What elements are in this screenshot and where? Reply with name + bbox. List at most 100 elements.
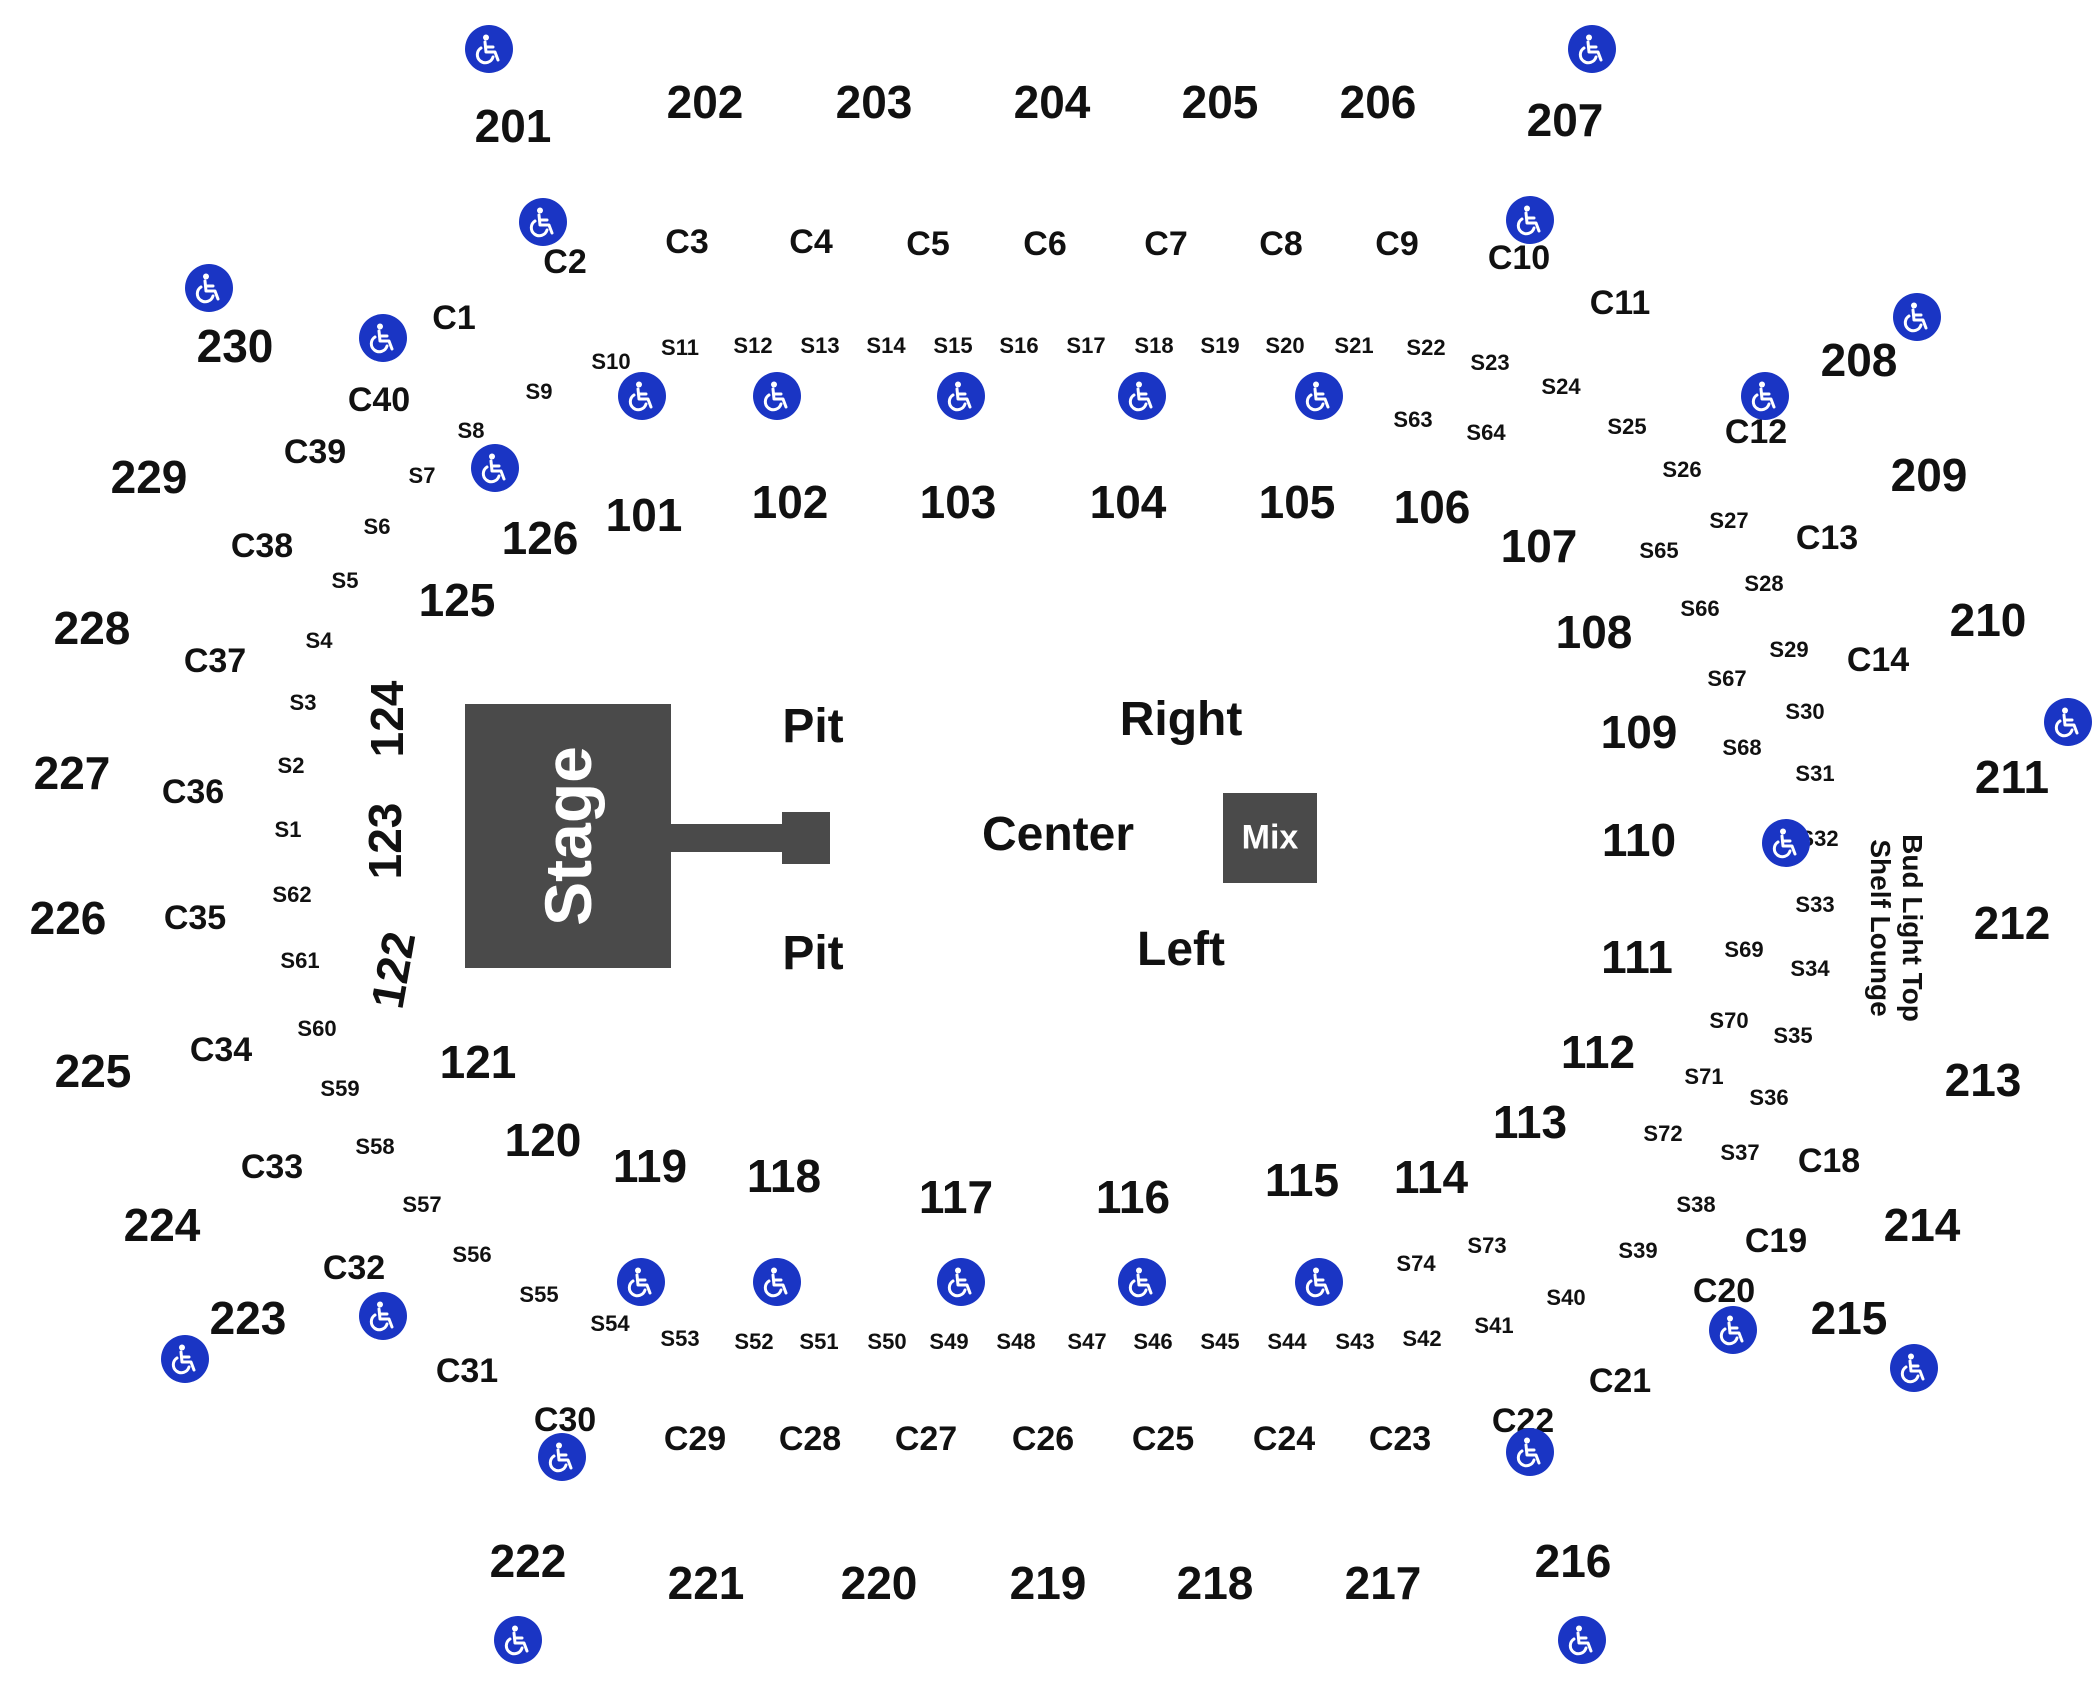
suite-S42[interactable]: S42 bbox=[1402, 1326, 1442, 1351]
section-123[interactable]: 123 bbox=[359, 802, 411, 880]
suite-S10[interactable]: S10 bbox=[591, 349, 631, 374]
section-230[interactable]: 230 bbox=[196, 320, 274, 372]
section-C6[interactable]: C6 bbox=[1023, 225, 1067, 263]
suite-S64[interactable]: S64 bbox=[1466, 420, 1506, 445]
section-C11[interactable]: C11 bbox=[1589, 284, 1651, 322]
section-C1[interactable]: C1 bbox=[432, 299, 476, 337]
floor-left[interactable]: Left bbox=[1137, 923, 1225, 976]
section-C29[interactable]: C29 bbox=[663, 1420, 727, 1458]
suite-S27[interactable]: S27 bbox=[1709, 508, 1749, 533]
suite-S41[interactable]: S41 bbox=[1474, 1313, 1514, 1338]
suite-S6[interactable]: S6 bbox=[363, 514, 391, 539]
suite-S69[interactable]: S69 bbox=[1724, 937, 1764, 962]
section-206[interactable]: 206 bbox=[1339, 76, 1417, 128]
suite-S24[interactable]: S24 bbox=[1541, 374, 1581, 399]
section-211[interactable]: 211 bbox=[1974, 751, 2050, 803]
section-116[interactable]: 116 bbox=[1095, 1171, 1171, 1223]
section-221[interactable]: 221 bbox=[667, 1557, 745, 1609]
section-101[interactable]: 101 bbox=[605, 489, 683, 541]
section-105[interactable]: 105 bbox=[1258, 476, 1336, 528]
suite-S9[interactable]: S9 bbox=[525, 379, 553, 404]
suite-S13[interactable]: S13 bbox=[800, 333, 840, 358]
suite-S12[interactable]: S12 bbox=[733, 333, 773, 358]
suite-S60[interactable]: S60 bbox=[297, 1016, 337, 1041]
section-C24[interactable]: C24 bbox=[1252, 1420, 1316, 1458]
suite-S5[interactable]: S5 bbox=[331, 568, 359, 593]
section-115[interactable]: 115 bbox=[1264, 1154, 1340, 1206]
section-C36[interactable]: C36 bbox=[161, 773, 225, 811]
suite-S63[interactable]: S63 bbox=[1393, 407, 1433, 432]
section-C2[interactable]: C2 bbox=[543, 243, 587, 281]
section-212[interactable]: 212 bbox=[1973, 897, 2051, 949]
suite-S38[interactable]: S38 bbox=[1676, 1192, 1716, 1217]
floor-pit-bottom[interactable]: Pit bbox=[782, 927, 844, 980]
section-220[interactable]: 220 bbox=[840, 1557, 918, 1609]
suite-S3[interactable]: S3 bbox=[289, 690, 317, 715]
section-C25[interactable]: C25 bbox=[1131, 1420, 1195, 1458]
section-103[interactable]: 103 bbox=[919, 476, 997, 528]
section-C13[interactable]: C13 bbox=[1795, 519, 1859, 557]
suite-S74[interactable]: S74 bbox=[1396, 1251, 1436, 1276]
section-228[interactable]: 228 bbox=[53, 602, 131, 654]
section-210[interactable]: 210 bbox=[1949, 594, 2027, 646]
bud-light-top-shelf-lounge[interactable]: Bud Light Top Shelf Lounge bbox=[1864, 834, 1928, 1022]
section-C34[interactable]: C34 bbox=[189, 1031, 253, 1069]
suite-S45[interactable]: S45 bbox=[1200, 1329, 1240, 1354]
section-122[interactable]: 122 bbox=[360, 927, 426, 1013]
suite-S65[interactable]: S65 bbox=[1639, 538, 1679, 563]
section-217[interactable]: 217 bbox=[1344, 1557, 1422, 1609]
suite-S49[interactable]: S49 bbox=[929, 1329, 969, 1354]
floor-right[interactable]: Right bbox=[1119, 693, 1243, 746]
section-C12[interactable]: C12 bbox=[1724, 413, 1788, 451]
section-C28[interactable]: C28 bbox=[778, 1420, 842, 1458]
section-C30[interactable]: C30 bbox=[533, 1401, 597, 1439]
section-C21[interactable]: C21 bbox=[1588, 1362, 1652, 1400]
section-208[interactable]: 208 bbox=[1820, 334, 1898, 386]
section-215[interactable]: 215 bbox=[1810, 1292, 1888, 1344]
section-C14[interactable]: C14 bbox=[1846, 641, 1910, 679]
section-224[interactable]: 224 bbox=[123, 1199, 201, 1251]
suite-S11[interactable]: S11 bbox=[661, 335, 699, 360]
suite-S7[interactable]: S7 bbox=[408, 463, 436, 488]
section-120[interactable]: 120 bbox=[504, 1114, 582, 1166]
section-C26[interactable]: C26 bbox=[1011, 1420, 1075, 1458]
section-229[interactable]: 229 bbox=[110, 451, 188, 503]
section-121[interactable]: 121 bbox=[439, 1036, 517, 1088]
suite-S51[interactable]: S51 bbox=[799, 1329, 839, 1354]
suite-S26[interactable]: S26 bbox=[1662, 457, 1702, 482]
suite-S53[interactable]: S53 bbox=[660, 1326, 700, 1351]
suite-S67[interactable]: S67 bbox=[1707, 666, 1747, 691]
suite-S39[interactable]: S39 bbox=[1618, 1238, 1658, 1263]
suite-S54[interactable]: S54 bbox=[590, 1311, 630, 1336]
section-C35[interactable]: C35 bbox=[163, 899, 227, 937]
suite-S16[interactable]: S16 bbox=[999, 333, 1039, 358]
suite-S43[interactable]: S43 bbox=[1335, 1329, 1375, 1354]
section-C8[interactable]: C8 bbox=[1259, 225, 1303, 263]
section-C40[interactable]: C40 bbox=[347, 381, 411, 419]
suite-S28[interactable]: S28 bbox=[1744, 571, 1784, 596]
suite-S34[interactable]: S34 bbox=[1790, 956, 1830, 981]
section-119[interactable]: 119 bbox=[612, 1140, 688, 1192]
suite-S1[interactable]: S1 bbox=[274, 817, 302, 842]
section-204[interactable]: 204 bbox=[1013, 76, 1091, 128]
suite-S31[interactable]: S31 bbox=[1795, 761, 1835, 786]
suite-S66[interactable]: S66 bbox=[1680, 596, 1720, 621]
section-226[interactable]: 226 bbox=[29, 892, 107, 944]
suite-S15[interactable]: S15 bbox=[933, 333, 973, 358]
section-108[interactable]: 108 bbox=[1555, 606, 1633, 658]
section-C4[interactable]: C4 bbox=[789, 223, 833, 261]
suite-S22[interactable]: S22 bbox=[1406, 335, 1446, 360]
suite-S37[interactable]: S37 bbox=[1720, 1140, 1760, 1165]
section-223[interactable]: 223 bbox=[209, 1292, 287, 1344]
section-112[interactable]: 112 bbox=[1560, 1026, 1636, 1078]
section-219[interactable]: 219 bbox=[1009, 1557, 1087, 1609]
section-126[interactable]: 126 bbox=[501, 512, 579, 564]
suite-S35[interactable]: S35 bbox=[1773, 1023, 1813, 1048]
section-C31[interactable]: C31 bbox=[435, 1352, 499, 1390]
suite-S20[interactable]: S20 bbox=[1265, 333, 1305, 358]
section-117[interactable]: 117 bbox=[918, 1171, 994, 1223]
suite-S56[interactable]: S56 bbox=[452, 1242, 492, 1267]
suite-S33[interactable]: S33 bbox=[1795, 892, 1835, 917]
section-222[interactable]: 222 bbox=[489, 1535, 567, 1587]
section-C23[interactable]: C23 bbox=[1368, 1420, 1432, 1458]
